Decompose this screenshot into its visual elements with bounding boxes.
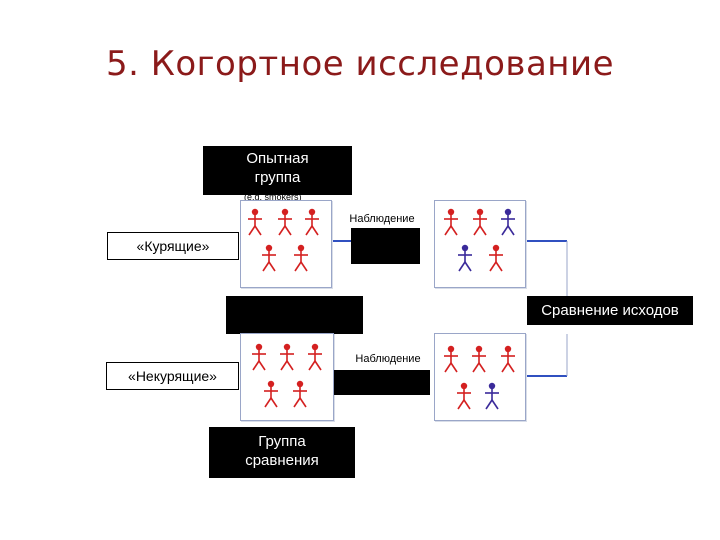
person-icon bbox=[472, 345, 486, 373]
person-icon bbox=[305, 208, 319, 236]
person-icon bbox=[252, 343, 266, 371]
person-icon bbox=[264, 380, 278, 408]
person-icon bbox=[485, 382, 499, 410]
nonsmokers-label: «Некурящие» bbox=[106, 362, 239, 390]
person-icon bbox=[458, 244, 472, 272]
person-icon bbox=[293, 380, 307, 408]
person-icon bbox=[280, 343, 294, 371]
comparison-group-label: Группа сравнения bbox=[209, 427, 355, 478]
experimental-group-subtext: (e.g. smokers) bbox=[244, 192, 302, 202]
experimental-group-label: Опытная группа bbox=[203, 146, 352, 195]
comparison-group-line1: Группа bbox=[258, 433, 306, 450]
person-icon bbox=[489, 244, 503, 272]
experimental-group-line2: группа bbox=[254, 168, 301, 186]
person-icon bbox=[501, 208, 515, 236]
person-icon bbox=[294, 244, 308, 272]
person-icon bbox=[278, 208, 292, 236]
observation-top-block bbox=[351, 228, 420, 264]
center-block bbox=[226, 296, 363, 334]
person-icon bbox=[473, 208, 487, 236]
compare-outcomes-label: Сравнение исходов bbox=[527, 296, 693, 325]
person-icon bbox=[262, 244, 276, 272]
smokers-label: «Курящие» bbox=[107, 232, 239, 260]
person-icon bbox=[308, 343, 322, 371]
comparison-group-line2: сравнения bbox=[245, 451, 319, 469]
person-icon bbox=[248, 208, 262, 236]
observation-bottom-block bbox=[334, 370, 430, 395]
person-icon bbox=[501, 345, 515, 373]
observation-top-label: Наблюдение bbox=[341, 211, 423, 228]
person-icon bbox=[457, 382, 471, 410]
person-icon bbox=[444, 208, 458, 236]
experimental-group-line1: Опытная bbox=[246, 150, 309, 167]
person-icon bbox=[444, 345, 458, 373]
observation-bottom-label: Наблюдение bbox=[348, 351, 428, 368]
slide-title: 5. Когортное исследование bbox=[105, 44, 615, 84]
